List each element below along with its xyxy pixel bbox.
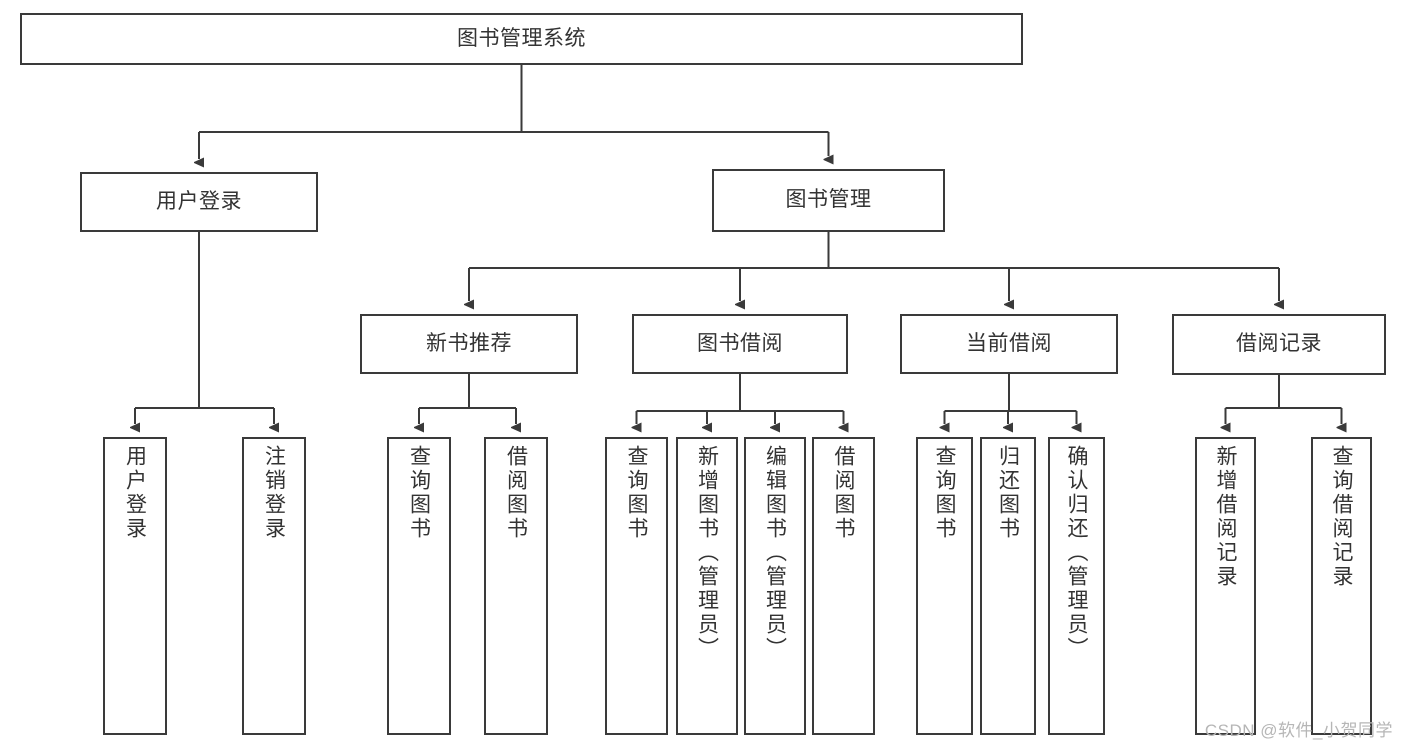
- node-leaf-return-book[interactable]: 归还图书: [980, 437, 1036, 735]
- node-label: 图书管理系统: [457, 26, 586, 50]
- node-leaf-query-book-current[interactable]: 查询图书: [916, 437, 973, 735]
- node-leaf-confirm-return[interactable]: 确认归还（管理员）: [1048, 437, 1105, 735]
- node-leaf-add-borrow-record[interactable]: 新增借阅记录: [1195, 437, 1256, 735]
- node-label: 借阅图书: [832, 445, 855, 541]
- node-label: 确认归还（管理员）: [1065, 445, 1088, 661]
- node-label: 新书推荐: [426, 331, 512, 355]
- node-label: 借阅记录: [1236, 332, 1322, 356]
- node-leaf-borrow-book-rec[interactable]: 借阅图书: [484, 437, 548, 735]
- node-leaf-add-book[interactable]: 新增图书（管理员）: [676, 437, 738, 735]
- node-borrow-record[interactable]: 借阅记录: [1172, 314, 1386, 375]
- node-label: 当前借阅: [966, 331, 1052, 355]
- node-current-borrow[interactable]: 当前借阅: [900, 314, 1118, 374]
- node-leaf-query-borrow-record[interactable]: 查询借阅记录: [1311, 437, 1372, 735]
- node-label: 注销登录: [262, 445, 286, 541]
- node-label: 查询借阅记录: [1330, 445, 1353, 589]
- node-label: 归还图书: [996, 445, 1020, 541]
- node-label: 用户登录: [123, 445, 147, 541]
- node-leaf-borrow-book[interactable]: 借阅图书: [812, 437, 875, 735]
- node-label: 编辑图书（管理员）: [763, 445, 787, 661]
- node-book-borrow[interactable]: 图书借阅: [632, 314, 848, 374]
- node-user-login[interactable]: 用户登录: [80, 172, 318, 232]
- node-leaf-query-book-borrow[interactable]: 查询图书: [605, 437, 668, 735]
- node-book-management-system[interactable]: 图书管理系统: [20, 13, 1023, 65]
- node-leaf-user-login[interactable]: 用户登录: [103, 437, 167, 735]
- node-new-book-rec[interactable]: 新书推荐: [360, 314, 578, 374]
- node-book-manage[interactable]: 图书管理: [712, 169, 945, 232]
- node-label: 图书管理: [785, 188, 872, 212]
- node-label: 查询图书: [407, 445, 431, 541]
- node-label: 查询图书: [933, 445, 956, 541]
- node-leaf-edit-book[interactable]: 编辑图书（管理员）: [744, 437, 806, 735]
- node-label: 新增借阅记录: [1214, 445, 1237, 589]
- node-label: 查询图书: [625, 445, 648, 541]
- node-label: 图书借阅: [697, 331, 783, 355]
- node-leaf-query-book-rec[interactable]: 查询图书: [387, 437, 451, 735]
- node-label: 新增图书（管理员）: [695, 445, 719, 661]
- node-label: 借阅图书: [504, 445, 528, 541]
- watermark: CSDN @软件_小贺同学: [1204, 721, 1393, 740]
- node-label: 用户登录: [156, 189, 242, 213]
- node-leaf-user-logout[interactable]: 注销登录: [242, 437, 306, 735]
